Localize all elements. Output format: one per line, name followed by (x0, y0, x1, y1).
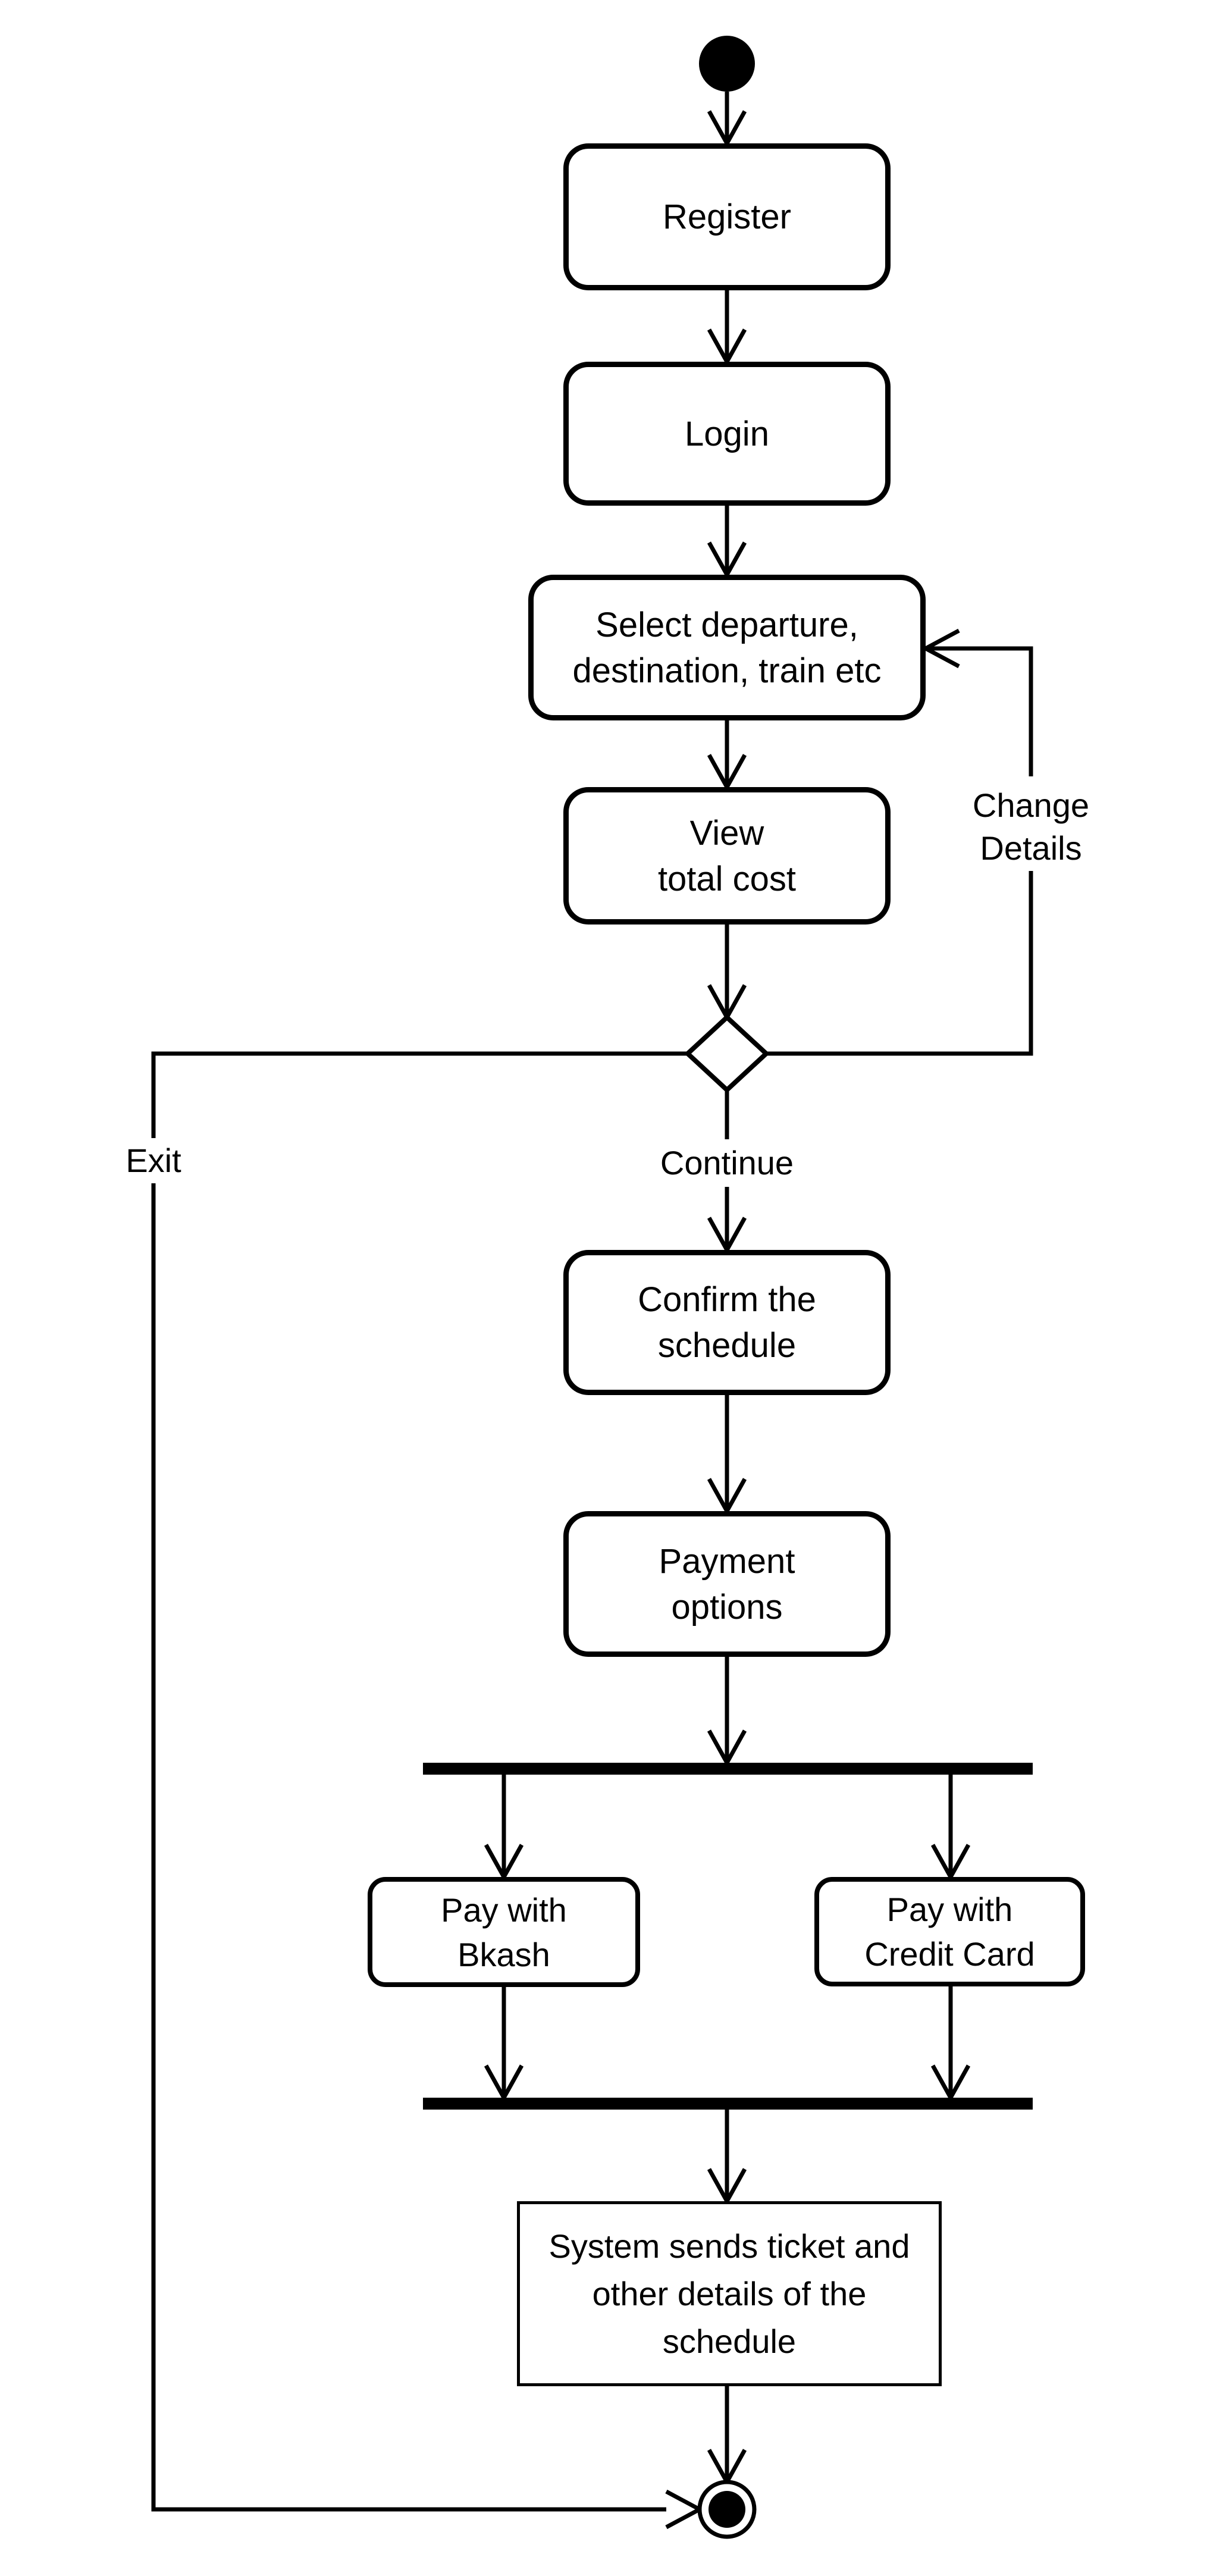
activity-payment-options-label-line2: options (671, 1587, 783, 1627)
activity-system-sends-ticket: System sends ticket and other details of… (517, 2201, 942, 2386)
activity-view-total-cost: View total cost (563, 787, 891, 925)
edge-fork-bkash (484, 1775, 524, 1882)
edge-fork-credit (930, 1775, 971, 1882)
edge-label-change-details-line2: Details (980, 829, 1082, 867)
activity-register-label: Register (663, 198, 791, 236)
activity-system-sends-ticket-label-line2: other details of the (592, 2274, 867, 2312)
edge-payment-fork (707, 1657, 747, 1768)
decision-diamond (684, 1014, 770, 1093)
edge-join-system (707, 2110, 747, 2206)
arrowhead-right (665, 2489, 704, 2530)
activity-pay-bkash: Pay with Bkash (368, 1877, 640, 1987)
edge-credit-join (930, 1986, 971, 2102)
activity-confirm-schedule: Confirm the schedule (563, 1250, 891, 1395)
activity-pay-bkash-label-line2: Bkash (457, 1935, 550, 1973)
edge-label-change-details: Change Details (967, 783, 1095, 871)
final-node-core (709, 2491, 745, 2528)
activity-select-details-label-line1: Select departure, (595, 605, 858, 644)
activity-system-sends-ticket-label-line1: System sends ticket and (548, 2227, 910, 2265)
activity-select-details: Select departure, destination, train etc (528, 575, 926, 720)
initial-node (699, 36, 755, 92)
activity-view-total-cost-label-line2: total cost (657, 859, 797, 898)
activity-pay-credit-card: Pay with Credit Card (814, 1877, 1085, 1986)
edge-system-end (707, 2386, 747, 2487)
edge-bkash-join (484, 1987, 524, 2102)
fork-bar (423, 1763, 1033, 1775)
edge-decision-select-feedback (766, 628, 1033, 1056)
edge-label-change-details-line1: Change (972, 786, 1090, 824)
activity-system-sends-ticket-label-line3: schedule (662, 2322, 797, 2360)
final-node (697, 2480, 757, 2539)
activity-select-details-label-line2: destination, train etc (572, 651, 882, 690)
edge-register-login (707, 290, 747, 366)
activity-payment-options: Payment options (563, 1511, 891, 1657)
activity-pay-credit-card-label-line1: Pay with (886, 1891, 1013, 1928)
join-bar (423, 2098, 1033, 2110)
edge-label-continue: Continue (655, 1140, 799, 1186)
edge-view-decision (707, 925, 747, 1022)
activity-confirm-schedule-label-line2: schedule (657, 1326, 797, 1365)
activity-pay-credit-card-label-line2: Credit Card (864, 1935, 1035, 1973)
edge-confirm-payment (707, 1395, 747, 1516)
edge-login-select (707, 506, 747, 579)
activity-login: Login (563, 362, 891, 506)
activity-confirm-schedule-label-line1: Confirm the (638, 1280, 816, 1319)
activity-login-label: Login (685, 414, 769, 453)
activity-view-total-cost-label-line1: View (689, 813, 764, 853)
edge-select-view (707, 720, 747, 792)
activity-payment-options-label-line1: Payment (659, 1541, 795, 1581)
activity-pay-bkash-label-line1: Pay with (441, 1891, 567, 1929)
edge-start-register (707, 92, 747, 148)
edge-label-exit: Exit (121, 1138, 186, 1183)
activity-register: Register (563, 143, 891, 290)
arrowhead-left (921, 628, 960, 669)
